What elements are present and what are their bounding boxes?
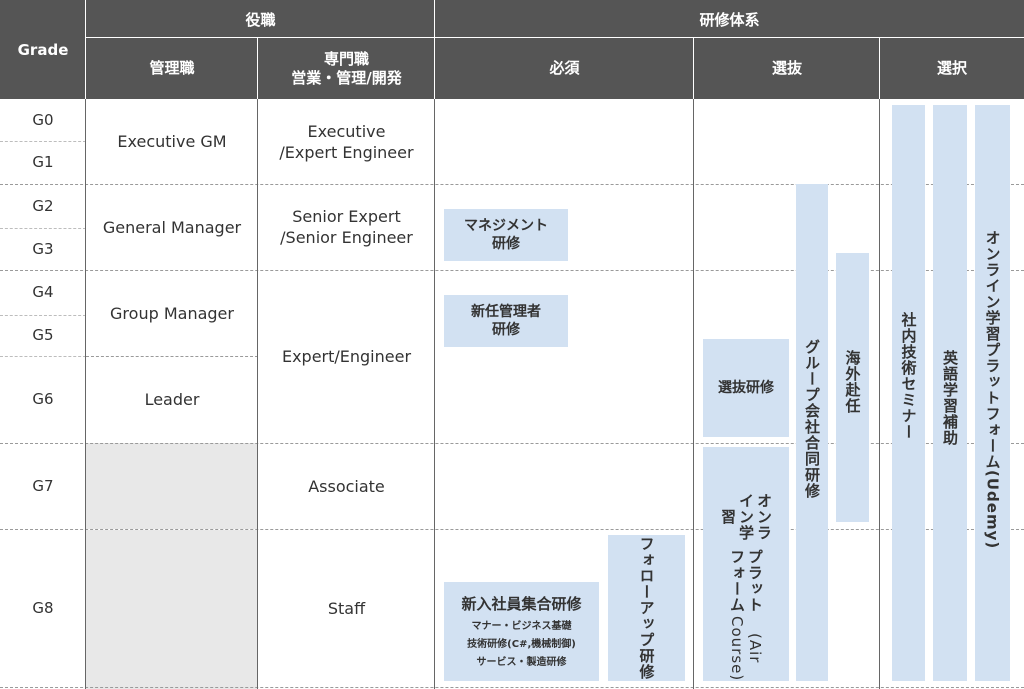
follow-up-training-box: フォローアップ研修 bbox=[608, 535, 685, 681]
role-expert-engineer: Expert/Engineer bbox=[281, 347, 412, 366]
new-hire-training-box: 新入社員集合研修 マナー・ビジネス基礎 技術研修(C#,機械制御) サービス・製… bbox=[444, 582, 599, 681]
group-joint-training-label: グループ会社合同研修 bbox=[803, 339, 821, 499]
position-group-header: 役職 bbox=[86, 0, 435, 38]
new-hire-training-item: 技術研修(C#,機械制御) bbox=[467, 638, 576, 650]
tech-seminar-box: 社内技術セミナー bbox=[892, 105, 925, 681]
new-manager-training-box: 新任管理者 研修 bbox=[444, 295, 568, 347]
grade-label: G1 bbox=[32, 153, 54, 171]
management-header: 管理職 bbox=[86, 38, 258, 99]
column-divider bbox=[85, 99, 86, 689]
role-staff: Staff bbox=[327, 598, 366, 618]
grade-label: G8 bbox=[32, 598, 54, 617]
header-divider bbox=[257, 38, 258, 99]
overseas-assignment-box: 海外赴任 bbox=[836, 253, 869, 522]
role-senior-expert: Senior Expert /Senior Engineer bbox=[258, 184, 435, 270]
grade-divider bbox=[0, 228, 86, 229]
header-divider bbox=[85, 0, 86, 99]
grade-label: G0 bbox=[32, 110, 54, 129]
new-hire-training-title: 新入社員集合研修 bbox=[461, 594, 582, 613]
air-course-box: オンライン学習 プラットフォーム (Air Course) bbox=[703, 447, 789, 681]
role-senior-expert-line2: /Senior Engineer bbox=[280, 228, 413, 247]
role-executive-expert: Executive /Expert Engineer bbox=[258, 99, 435, 184]
management-header-label: 管理職 bbox=[149, 59, 195, 77]
management-training-line2: 研修 bbox=[492, 236, 520, 252]
column-divider bbox=[879, 99, 880, 689]
grid-line bbox=[0, 687, 1024, 688]
english-support-box: 英語学習補助 bbox=[933, 105, 967, 681]
role-group-manager: Group Manager bbox=[110, 303, 234, 323]
new-manager-training-line1: 新任管理者 bbox=[471, 304, 541, 320]
grid-line bbox=[0, 443, 1024, 444]
role-executive-expert-line1: Executive bbox=[307, 121, 386, 141]
elective-header-label: 選択 bbox=[936, 59, 967, 77]
air-course-line2: プラットフォーム bbox=[728, 549, 764, 614]
role-associate: Associate bbox=[308, 476, 385, 496]
grade-divider bbox=[0, 356, 86, 357]
grid-line bbox=[0, 270, 1024, 271]
grid-line bbox=[0, 529, 1024, 530]
grid-line bbox=[86, 356, 258, 357]
grade-divider bbox=[0, 141, 86, 142]
role-executive-gm: Executive GM bbox=[117, 132, 227, 151]
empty-cell-g7 bbox=[86, 443, 258, 529]
training-group-header: 研修体系 bbox=[435, 0, 1024, 38]
grade-header: Grade bbox=[0, 0, 86, 99]
specialist-header-line1: 専門職 bbox=[323, 49, 369, 68]
new-manager-training-line2: 研修 bbox=[492, 322, 520, 338]
grade-label: G2 bbox=[32, 196, 54, 215]
grade-header-label: Grade bbox=[17, 40, 69, 59]
selection-training-label: 選抜研修 bbox=[718, 380, 774, 396]
grade-divider bbox=[0, 315, 86, 316]
management-training-line1: マネジメント bbox=[464, 218, 548, 234]
english-support-label: 英語学習補助 bbox=[941, 350, 959, 446]
header-divider bbox=[693, 38, 694, 99]
grade-label: G6 bbox=[32, 390, 54, 408]
grid-line bbox=[0, 184, 1024, 185]
grade-label: G3 bbox=[32, 239, 54, 258]
selection-training-box: 選抜研修 bbox=[703, 339, 789, 437]
required-header-label: 必須 bbox=[549, 59, 580, 77]
management-training-box: マネジメント 研修 bbox=[444, 209, 568, 261]
air-course-line3: (Air Course) bbox=[728, 615, 764, 682]
grade-label: G4 bbox=[32, 283, 54, 301]
empty-cell-g8 bbox=[86, 530, 258, 689]
udemy-platform-box: オンライン学習プラットフォーム(Udemy) bbox=[975, 105, 1010, 681]
specialist-header-line2: 営業・管理/開発 bbox=[291, 68, 402, 87]
header-divider bbox=[434, 0, 435, 99]
grade-label: G7 bbox=[32, 476, 54, 495]
column-divider bbox=[434, 99, 435, 689]
column-divider bbox=[693, 99, 694, 689]
udemy-platform-label: オンライン学習プラットフォーム(Udemy) bbox=[983, 230, 1002, 550]
overseas-assignment-label: 海外赴任 bbox=[843, 350, 862, 414]
new-hire-training-item: サービス・製造研修 bbox=[476, 656, 567, 668]
column-divider bbox=[257, 99, 258, 689]
new-hire-training-item: マナー・ビジネス基礎 bbox=[471, 620, 572, 632]
role-senior-expert-line1: Senior Expert bbox=[292, 207, 401, 226]
required-header: 必須 bbox=[435, 38, 694, 99]
follow-up-training-label: フォローアップ研修 bbox=[637, 536, 656, 680]
role-general-manager: General Manager bbox=[102, 217, 242, 237]
elective-header: 選択 bbox=[880, 38, 1024, 99]
role-executive-expert-line2: /Expert Engineer bbox=[279, 142, 414, 162]
tech-seminar-label: 社内技術セミナー bbox=[899, 312, 918, 440]
air-course-line1: オンライン学習 bbox=[719, 493, 773, 542]
selective-header-label: 選抜 bbox=[771, 59, 802, 77]
selective-header: 選抜 bbox=[694, 38, 880, 99]
position-group-label: 役職 bbox=[245, 10, 276, 29]
training-group-label: 研修体系 bbox=[699, 10, 760, 29]
header-divider bbox=[86, 37, 1024, 38]
specialist-header: 専門職 営業・管理/開発 bbox=[258, 38, 435, 99]
group-joint-training-box: グループ会社合同研修 bbox=[796, 184, 828, 681]
header-divider bbox=[879, 38, 880, 99]
grade-label: G5 bbox=[32, 326, 54, 344]
role-leader: Leader bbox=[144, 390, 200, 409]
